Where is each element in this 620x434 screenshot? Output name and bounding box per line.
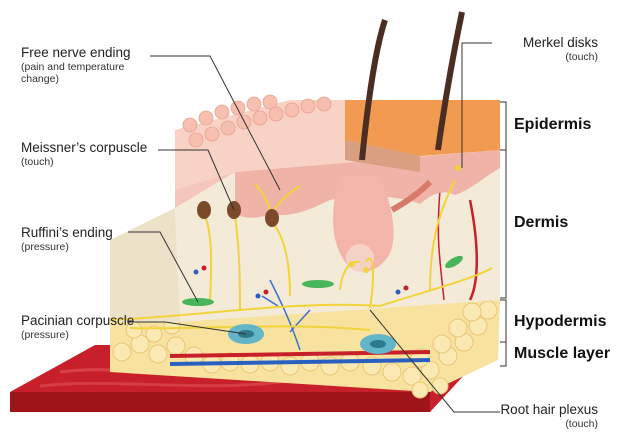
ruffini-sub: (pressure) bbox=[21, 241, 113, 253]
layer-dermis: Dermis bbox=[514, 214, 568, 232]
layer-brackets bbox=[500, 102, 506, 366]
root-hair-title: Root hair plexus bbox=[500, 402, 598, 418]
merkel-title: Merkel disks bbox=[523, 35, 598, 51]
ruffini-title: Ruffini’s ending bbox=[21, 225, 113, 241]
layer-epidermis: Epidermis bbox=[514, 116, 591, 134]
layer-hypodermis: Hypodermis bbox=[514, 313, 606, 331]
label-ruffini: Ruffini’s ending (pressure) bbox=[21, 225, 113, 253]
merkel-sub: (touch) bbox=[523, 51, 598, 63]
label-meissner: Meissner’s corpuscle (touch) bbox=[21, 140, 147, 168]
label-merkel: Merkel disks (touch) bbox=[523, 35, 598, 63]
label-root-hair: Root hair plexus (touch) bbox=[500, 402, 598, 430]
free-nerve-ending-sub1: (pain and temperature bbox=[21, 61, 131, 73]
pacinian-sub: (pressure) bbox=[21, 329, 134, 341]
free-nerve-ending-title: Free nerve ending bbox=[21, 45, 131, 61]
label-free-nerve-ending: Free nerve ending (pain and temperature … bbox=[21, 45, 131, 85]
label-pacinian: Pacinian corpuscle (pressure) bbox=[21, 313, 134, 341]
meissner-sub: (touch) bbox=[21, 156, 147, 168]
layer-muscle: Muscle layer bbox=[514, 345, 610, 363]
meissner-title: Meissner’s corpuscle bbox=[21, 140, 147, 156]
root-hair-sub: (touch) bbox=[500, 418, 598, 430]
free-nerve-ending-sub2: change) bbox=[21, 73, 131, 85]
pacinian-title: Pacinian corpuscle bbox=[21, 313, 134, 329]
